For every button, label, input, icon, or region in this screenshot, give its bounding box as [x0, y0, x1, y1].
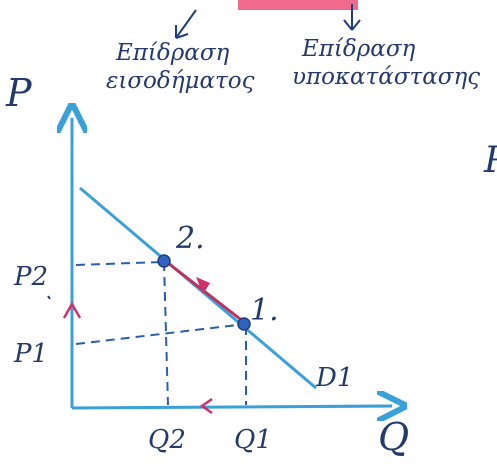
movement-arrowhead-icon — [196, 277, 210, 294]
quantity-fall-arrowhead-icon — [199, 397, 213, 415]
point-2-marker — [157, 254, 171, 268]
q2-guide — [163, 261, 169, 406]
quantity-axis-label: Q — [378, 415, 409, 459]
price-rise-arrowhead-icon — [62, 301, 82, 319]
substitution-effect-pointer-icon — [343, 4, 361, 31]
point-2-label: 2. — [175, 221, 205, 256]
p2-guide — [75, 261, 163, 266]
demand-label: D1 — [315, 363, 353, 393]
p2-label: P2 — [13, 262, 48, 292]
top-banner-fragment — [238, 0, 358, 10]
income-effect-label-line1: Επίδραση — [115, 40, 230, 66]
price-axis-label: P — [5, 71, 33, 115]
point-1-marker — [237, 317, 251, 331]
income-effect-pointer-icon — [175, 9, 197, 39]
substitution-effect-label-line2: υποκατάστασης — [292, 64, 480, 90]
point-1-label: 1. — [250, 293, 279, 328]
q2-label: Q2 — [148, 425, 186, 455]
income-effect-label-line2: εισοδήματος — [106, 68, 255, 94]
p1-label: P1 — [13, 339, 48, 369]
right-edge-fragment: P — [483, 140, 497, 181]
q1-label: Q1 — [234, 425, 272, 455]
substitution-effect-label-line1: Επίδραση — [301, 36, 416, 62]
quantity-axis — [71, 406, 392, 408]
p1-guide — [75, 323, 247, 345]
axis-tick-mark — [47, 295, 51, 300]
dashed-guides — [75, 261, 247, 406]
